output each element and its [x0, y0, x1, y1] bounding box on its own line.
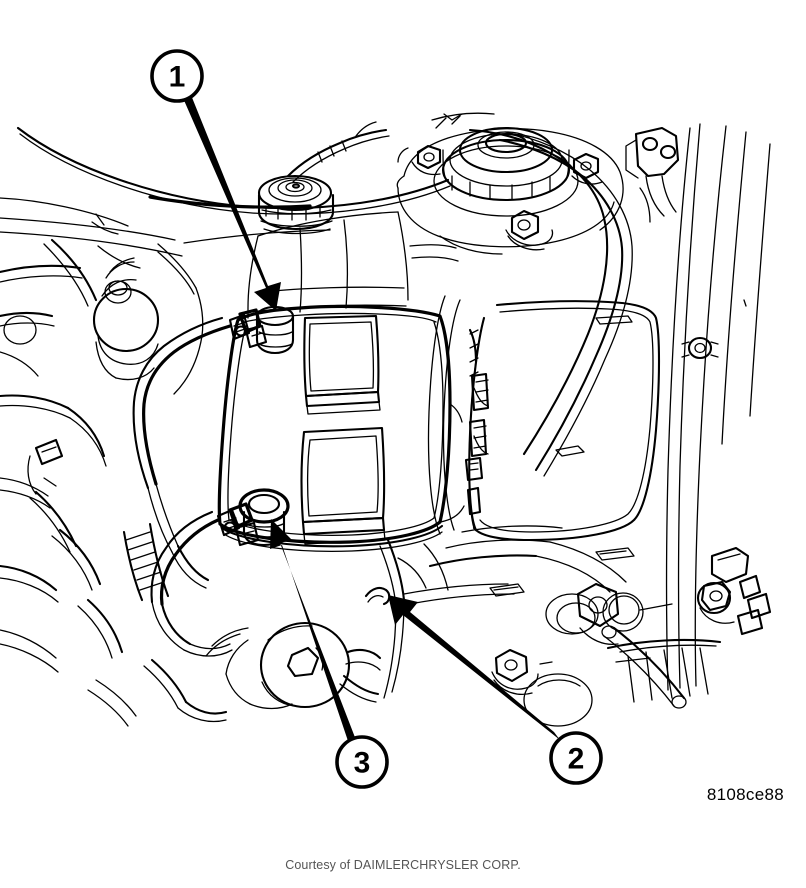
callout-3[interactable]: 3	[335, 735, 389, 789]
callout-1[interactable]: 1	[150, 49, 204, 103]
power-distribution-center	[427, 295, 661, 542]
battery-vent-cap-upper	[303, 314, 381, 415]
callout-2[interactable]: 2	[549, 731, 603, 785]
wiring-harness	[431, 112, 633, 477]
harness-bracket-upper	[625, 126, 680, 217]
battery-vent-cap-lower	[300, 426, 386, 545]
coolant-reservoir-cap	[257, 174, 335, 235]
inner-fender-hardware	[489, 546, 772, 727]
lower-frame-rail	[379, 525, 627, 699]
strut-tower	[396, 127, 624, 255]
engine-left-components	[0, 238, 228, 727]
callout-3-circle[interactable]	[335, 735, 389, 789]
figure-id-label: 8108ce88	[706, 785, 784, 804]
battery	[217, 304, 465, 552]
strut-tower-center-bolt	[505, 209, 554, 251]
engine-compartment-illustration: 1 2 3	[0, 0, 806, 820]
illustration-background	[0, 0, 806, 820]
courtesy-notice: Courtesy of DAIMLERCHRYSLER CORP.	[285, 858, 521, 872]
callout-1-leader	[183, 95, 281, 311]
cowl-panel	[0, 197, 331, 257]
callout-1-number: 1	[169, 61, 186, 94]
callout-1-circle[interactable]	[150, 49, 204, 103]
callout-2-number: 2	[568, 743, 585, 776]
callout-2-circle[interactable]	[549, 731, 603, 785]
callout-3-leader	[270, 519, 356, 741]
hood-edge	[16, 126, 451, 215]
reservoir-hose	[286, 121, 390, 183]
callout-2-leader	[388, 595, 560, 740]
round-reservoir-cap	[205, 621, 382, 710]
inner-fender-panel	[639, 123, 771, 691]
positive-terminal-clamp	[228, 305, 295, 355]
battery-hold-down	[364, 586, 391, 606]
callout-3-number: 3	[354, 747, 371, 780]
strut-tower-bolt-left	[397, 144, 442, 176]
